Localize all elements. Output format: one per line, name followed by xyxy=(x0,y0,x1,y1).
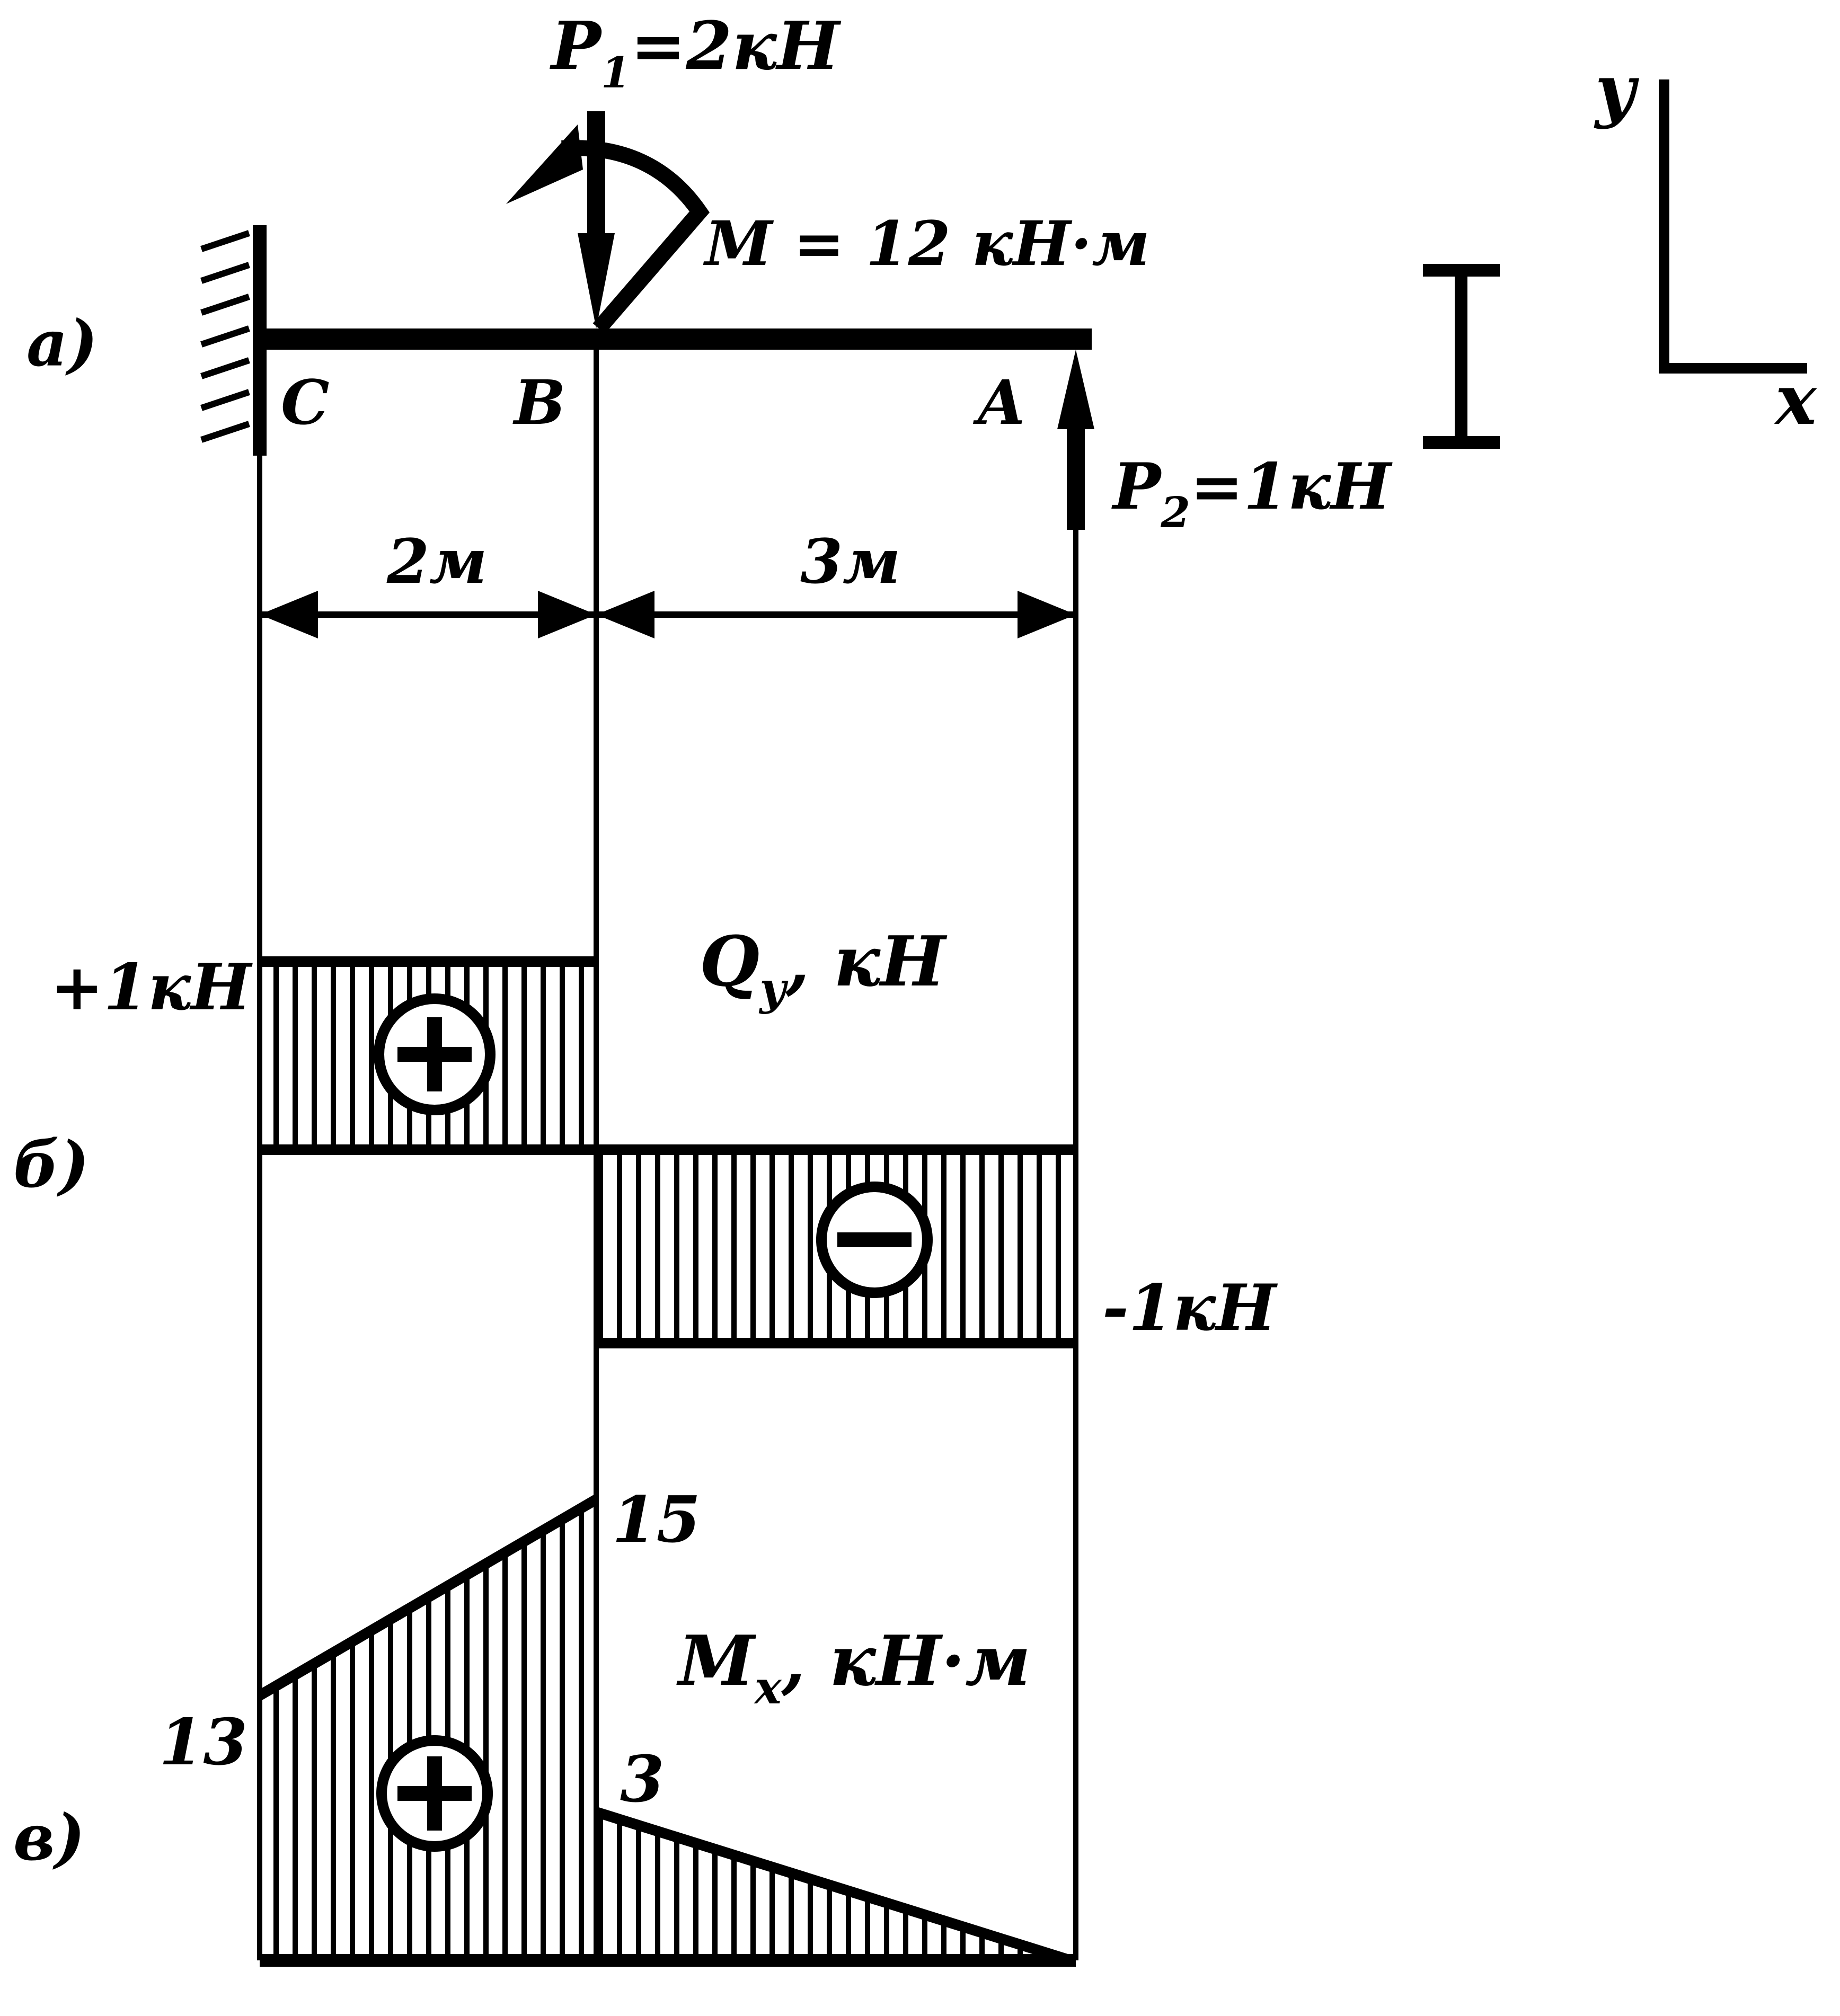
label-moment-title-sub: x xyxy=(754,1662,782,1715)
label-moment-3: 3 xyxy=(620,1742,665,1817)
shear-diagram xyxy=(260,956,1076,1348)
label-p2-sub: 2 xyxy=(1160,487,1190,537)
force-p2-arrow xyxy=(1057,350,1094,530)
coordinate-axes xyxy=(1659,79,1807,374)
label-point-b: B xyxy=(512,367,565,439)
label-dim-right: 3м xyxy=(800,526,900,598)
label-p2: P2=1кН xyxy=(1111,449,1393,537)
label-shear-pos: +1кН xyxy=(50,950,253,1025)
moment-arc-arrow xyxy=(506,125,710,334)
dimension-lines xyxy=(260,591,1076,638)
label-dim-left: 2м xyxy=(386,526,487,598)
label-p1: P1=2кН xyxy=(550,7,842,97)
minus-sign-shear xyxy=(816,1182,933,1298)
label-part-v: в) xyxy=(13,1800,85,1875)
label-shear-title-sub: y xyxy=(758,962,789,1015)
label-part-b: б) xyxy=(13,1127,89,1202)
plus-sign-shear xyxy=(374,993,496,1115)
label-moment: M = 12 кН·м xyxy=(703,208,1150,280)
label-axis-y: y xyxy=(1594,49,1639,130)
label-shear-neg: -1кН xyxy=(1102,1271,1278,1345)
label-point-a: A xyxy=(973,367,1025,439)
label-moment-13: 13 xyxy=(159,1705,247,1780)
label-p1-sub: 1 xyxy=(601,48,631,97)
i-beam-section-icon xyxy=(1423,264,1500,449)
label-moment-15: 15 xyxy=(612,1482,701,1557)
plus-sign-moment xyxy=(376,1735,493,1852)
label-point-c: C xyxy=(281,367,330,439)
force-p1-arrow xyxy=(578,111,615,328)
label-moment-title: Mx, кН·м xyxy=(676,1620,1031,1715)
label-part-a: а) xyxy=(26,306,98,381)
fixed-support-wall xyxy=(200,225,267,456)
moment-diagram xyxy=(256,1495,1076,1967)
label-shear-title: Qy, кН xyxy=(700,921,948,1015)
label-axis-x: x xyxy=(1774,359,1817,440)
